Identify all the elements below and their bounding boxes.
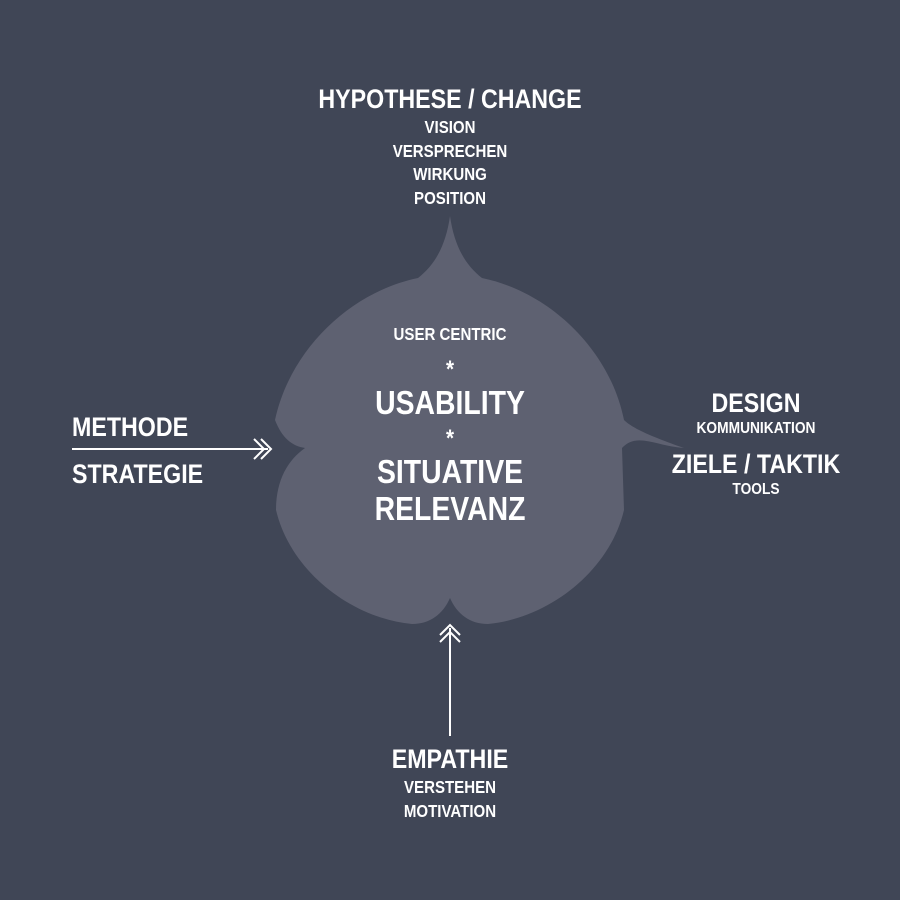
bottom-arrow bbox=[439, 623, 461, 736]
left-top-label: METHODE bbox=[72, 412, 189, 442]
center-relevanz: RELEVANZ bbox=[374, 489, 526, 527]
right-ziele-sub: TOOLS bbox=[732, 481, 780, 498]
top-item-versprechen: VERSPRECHEN bbox=[392, 140, 508, 161]
center-group: USER CENTRIC * USABILITY * SITUATIVE REL… bbox=[362, 324, 537, 527]
left-arrow bbox=[72, 438, 273, 460]
center-separator-2: * bbox=[445, 424, 455, 452]
top-item-wirkung: WIRKUNG bbox=[413, 164, 487, 184]
bottom-item-motivation: MOTIVATION bbox=[403, 800, 497, 821]
center-separator-1: * bbox=[445, 355, 455, 383]
center-shape bbox=[275, 216, 684, 624]
top-item-vision: VISION bbox=[424, 117, 476, 137]
top-group: HYPOTHESE / CHANGE VISION VERSPRECHEN WI… bbox=[297, 86, 603, 207]
center-situative: SITUATIVE bbox=[376, 452, 524, 490]
bottom-title: EMPATHIE bbox=[391, 744, 509, 774]
center-user-centric: USER CENTRIC bbox=[393, 324, 507, 344]
top-title: HYPOTHESE / CHANGE bbox=[318, 84, 582, 114]
right-design-sub: KOMMUNIKATION bbox=[696, 420, 816, 437]
bottom-item-verstehen: VERSTEHEN bbox=[403, 777, 496, 797]
bottom-group: EMPATHIE VERSTEHEN MOTIVATION bbox=[382, 746, 518, 820]
top-item-position: POSITION bbox=[414, 187, 486, 208]
right-design-title: DESIGN bbox=[711, 388, 801, 418]
center-usability: USABILITY bbox=[375, 383, 525, 421]
right-ziele-title: ZIELE / TAKTIK bbox=[671, 449, 841, 479]
right-group: DESIGN KOMMUNIKATION ZIELE / TAKTIK TOOL… bbox=[658, 390, 854, 498]
left-bottom-label: STRATEGIE bbox=[72, 459, 204, 489]
